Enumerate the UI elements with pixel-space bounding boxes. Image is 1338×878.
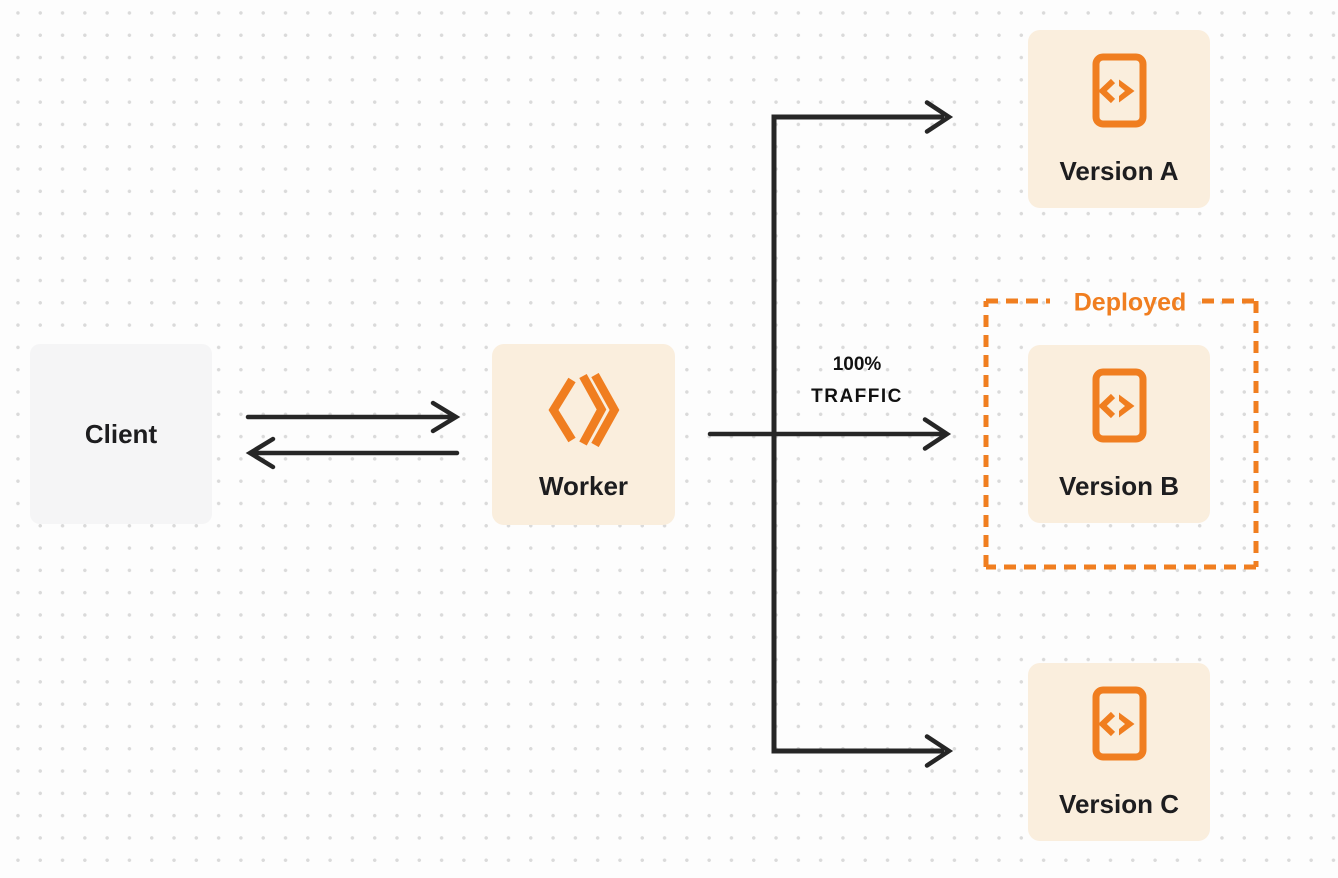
traffic-annotation: 100% TRAFFIC: [811, 349, 903, 413]
version-a-node: Version A: [1028, 30, 1210, 208]
code-document-icon: [1092, 53, 1146, 128]
version-b-node: Version B: [1028, 345, 1210, 523]
worker-node: Worker: [492, 344, 675, 525]
traffic-percent-text: 100%: [832, 354, 882, 375]
worker-client-response-arrow: [245, 436, 460, 470]
code-document-icon: [1092, 686, 1146, 761]
workers-logo-icon: [548, 373, 619, 447]
worker-label: Worker: [538, 471, 629, 501]
version-b-label: Version B: [1059, 471, 1179, 501]
version-c-node: Version C: [1028, 663, 1210, 841]
client-label: Client: [84, 419, 158, 449]
version-a-label: Version A: [1059, 156, 1179, 186]
client-node: Client: [30, 344, 212, 524]
code-document-icon: [1092, 368, 1146, 443]
version-a-arrowhead-icon: [924, 100, 954, 134]
client-worker-request-arrow: [245, 400, 461, 434]
worker-version-b-arrow: [707, 417, 952, 451]
deployed-boundary-box: [983, 298, 1259, 570]
version-c-arrowhead-icon: [924, 734, 954, 768]
traffic-word-text: TRAFFIC: [811, 386, 903, 407]
deployed-label: Deployed: [1073, 288, 1187, 317]
version-c-label: Version C: [1059, 789, 1179, 819]
